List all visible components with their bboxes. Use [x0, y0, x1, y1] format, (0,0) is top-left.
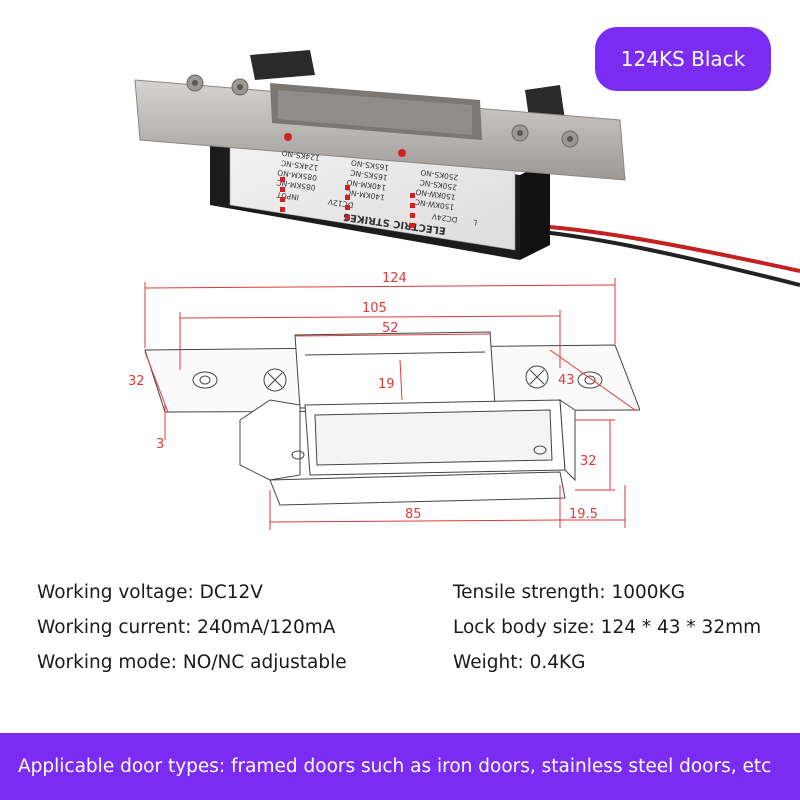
- dim-body-depth: 32: [580, 454, 597, 469]
- dim-overall-length: 124: [382, 271, 407, 286]
- dim-opening-width: 19: [378, 377, 395, 392]
- spec-current: Working current: 240mA/120mA: [37, 617, 336, 638]
- footer-text: Applicable door types: framed doors such…: [18, 756, 772, 777]
- dim-hole-spacing: 105: [362, 301, 387, 316]
- specs-left: Working voltage: DC12V Working current: …: [37, 575, 347, 680]
- product-photo: ELECTRIC STRIKES INPUT DC12V DC24V L 085…: [134, 50, 800, 287]
- specs-right: Tensile strength: 1000KG Lock body size:…: [453, 575, 761, 680]
- dim-faceplate-width: 43: [558, 373, 575, 388]
- dim-body-length: 85: [405, 507, 422, 522]
- label-dc24: DC24V: [430, 212, 458, 225]
- dim-plate-width: 32: [128, 374, 145, 389]
- spec-size: Lock body size: 124 * 43 * 32mm: [453, 617, 762, 638]
- spec-mode: Working mode: NO/NC adjustable: [37, 652, 347, 673]
- model-badge: 124KS Black: [595, 27, 771, 91]
- spec-weight: Weight: 0.4KG: [453, 652, 586, 673]
- label-l: L: [472, 218, 478, 228]
- dimension-drawing: 124 105 52 19 32 3 43 32 85 19.5: [128, 271, 640, 530]
- dim-opening-length: 52: [382, 321, 399, 336]
- dim-offset: 19.5: [569, 507, 598, 522]
- model-badge-label: 124KS Black: [620, 47, 746, 71]
- footer-banner: Applicable door types: framed doors such…: [0, 733, 800, 800]
- dim-plate-thickness: 3: [156, 437, 164, 452]
- spec-voltage: Working voltage: DC12V: [37, 582, 263, 603]
- spec-tensile: Tensile strength: 1000KG: [453, 582, 686, 603]
